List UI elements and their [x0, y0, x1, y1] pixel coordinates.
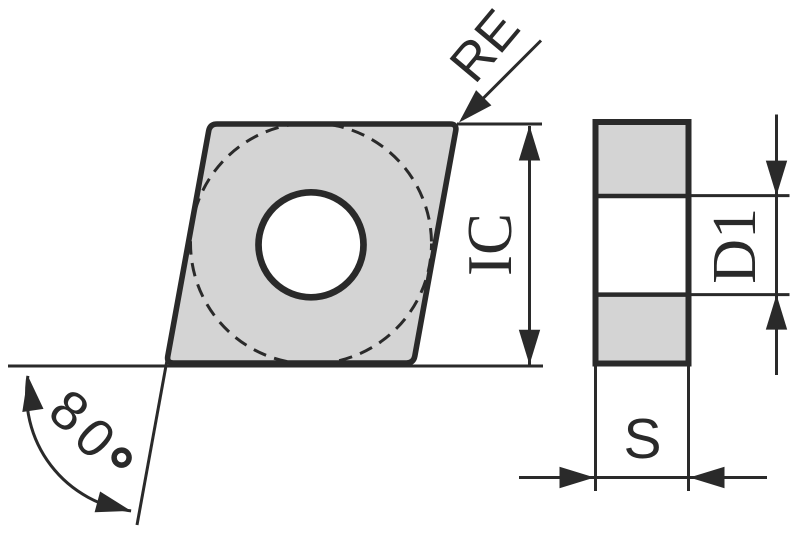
svg-text:IC: IC [455, 213, 525, 276]
svg-text:S: S [623, 407, 661, 471]
svg-text:D1: D1 [701, 208, 769, 284]
